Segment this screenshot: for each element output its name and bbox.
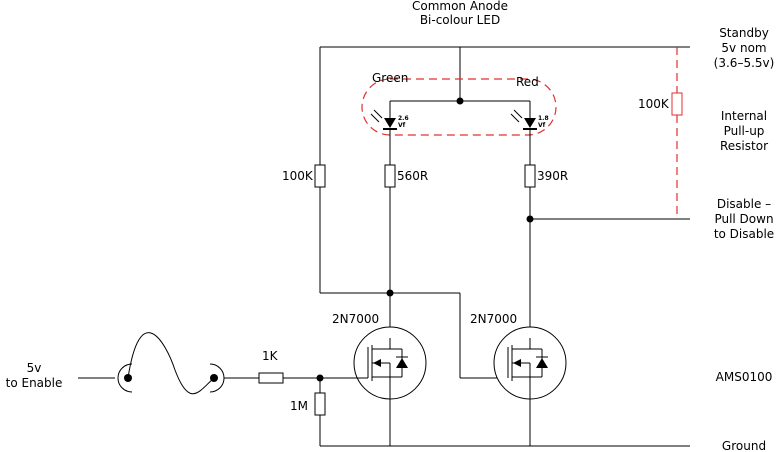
red-led-icon (510, 109, 537, 130)
ground-label: Ground (722, 439, 766, 452)
standby-label-line2: 5v nom (721, 41, 766, 55)
enable-label-line1: 5v (27, 361, 42, 375)
bicolour-led-outline (361, 78, 557, 136)
left-100k-resistor (314, 164, 326, 188)
internal-label-line1: Internal (721, 109, 767, 123)
disable-label-line1: Disable – (717, 197, 771, 211)
q2-label: 2N7000 (470, 312, 517, 326)
gate-node-junction (386, 289, 394, 297)
q1-label: 2N7000 (332, 312, 379, 326)
enable-label-line2: to Enable (6, 376, 63, 390)
q1-mosfet-icon (353, 326, 427, 400)
standby-label-line3: (3.6–5.5v) (714, 56, 775, 70)
red-led-vf-value: 1.8 (538, 115, 549, 122)
green-led-icon (370, 109, 397, 130)
r560-label: 560R (397, 169, 428, 183)
internal-label-line3: Resistor (720, 139, 768, 153)
r1m-label: 1M (290, 399, 308, 413)
internal-100k-label: 100K (638, 97, 670, 111)
r390-resistor (524, 164, 536, 188)
enable-connector-right-icon (209, 363, 225, 393)
r1m-resistor (314, 392, 326, 416)
disable-label-line2: Pull Down (714, 212, 773, 226)
flying-lead (127, 332, 215, 395)
r390-label: 390R (537, 169, 568, 183)
r560-resistor (384, 164, 396, 188)
left-100k-label: 100K (282, 169, 314, 183)
disable-label-line3: to Disable (714, 227, 774, 241)
green-led-vf-value: 2.6 (398, 115, 409, 122)
ams-label: AMS0100 (716, 370, 773, 384)
q2-mosfet-icon (493, 326, 567, 400)
internal-label-line2: Pull-up (724, 124, 765, 138)
internal-100k-resistor (671, 92, 683, 116)
diagram-title-line2: Bi-colour LED (420, 13, 500, 27)
r1k-resistor (258, 372, 284, 384)
red-led-vf-label: Vf (538, 122, 546, 129)
diagram-title-line1: Common Anode (412, 0, 508, 13)
green-led-vf-label: Vf (398, 122, 406, 129)
green-led-label: Green (372, 71, 408, 85)
red-led-label: Red (516, 75, 539, 89)
standby-label-line1: Standby (719, 26, 769, 40)
r1k-label: 1K (262, 349, 279, 363)
